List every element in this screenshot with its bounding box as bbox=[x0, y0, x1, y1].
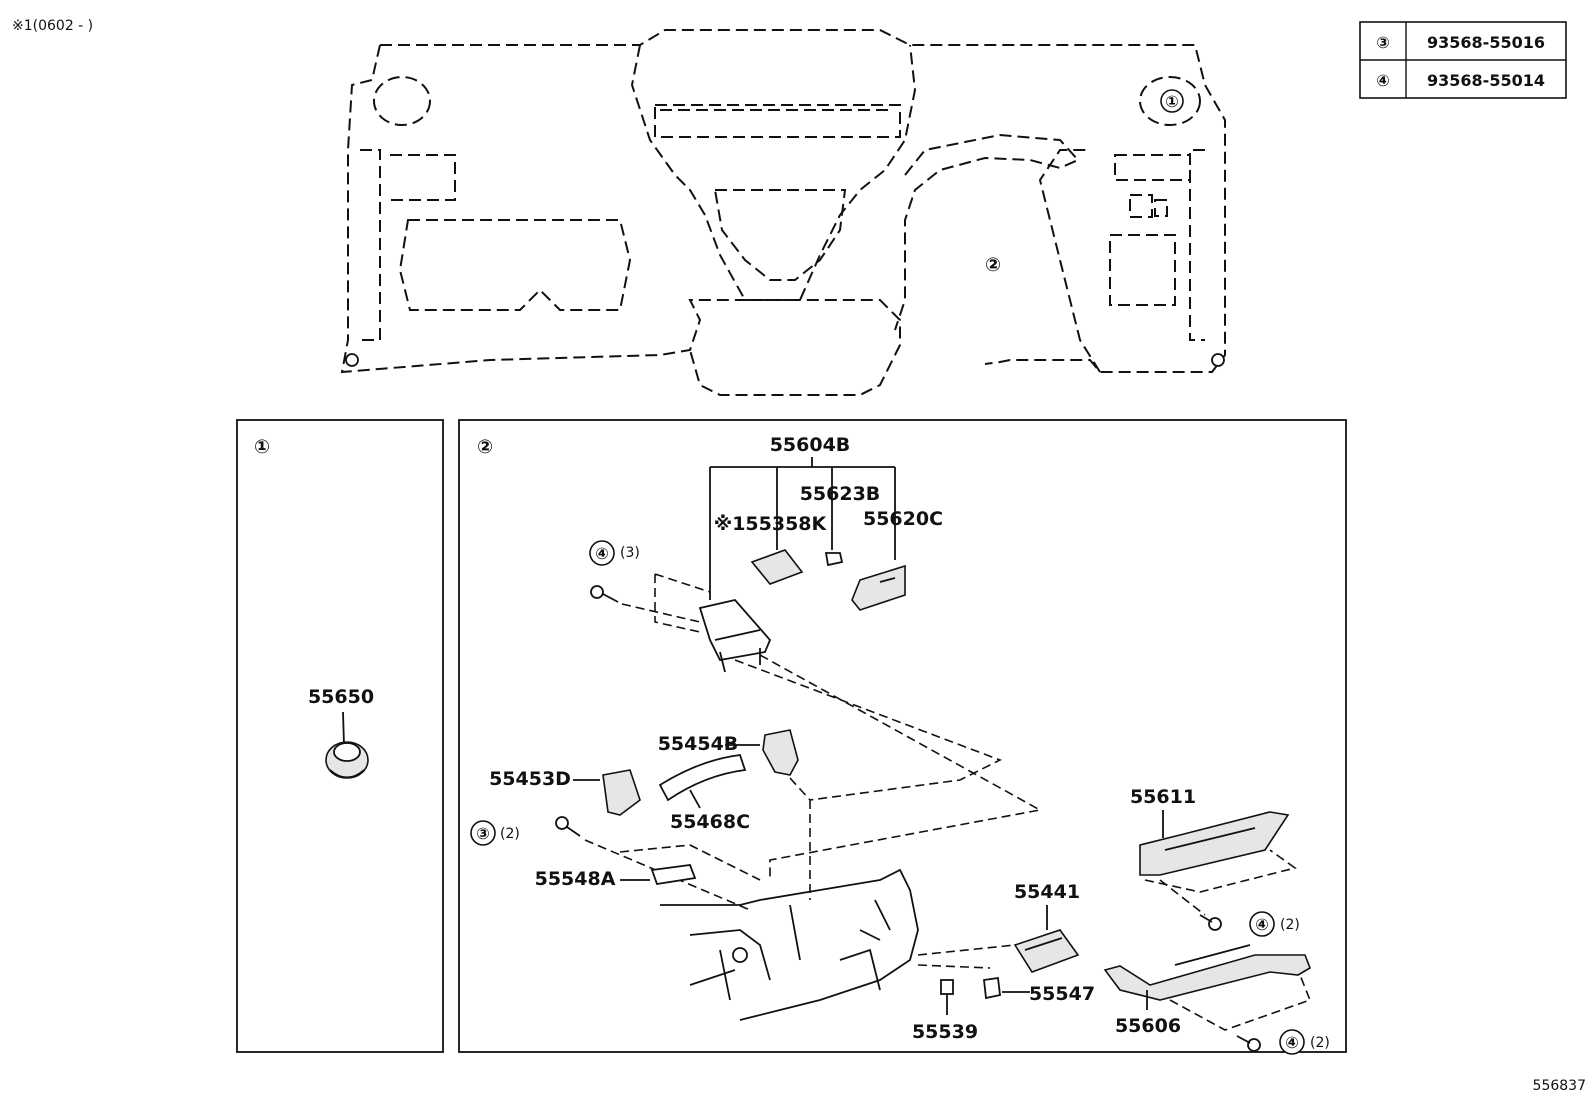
part-label-55539: 55539 bbox=[912, 1021, 978, 1043]
part-55547-drawing bbox=[983, 976, 1001, 1000]
part-label-55358K: ※155358K bbox=[714, 513, 828, 535]
part-55623B-drawing bbox=[824, 552, 844, 567]
part-55358K-drawing bbox=[750, 549, 804, 585]
overview-callout-1-label: ① bbox=[1165, 92, 1179, 111]
dashboard-overview: ① ② bbox=[340, 29, 1226, 396]
part-label-55604B: 55604B bbox=[770, 434, 851, 456]
part-55611-drawing bbox=[1139, 811, 1290, 876]
fastener-4-qty2-upper-key: ④ bbox=[1255, 915, 1269, 934]
part-55441-drawing bbox=[1013, 929, 1080, 973]
part-label-55441: 55441 bbox=[1014, 881, 1080, 903]
fastener-4-qty2-upper: ④ (2) bbox=[1199, 911, 1300, 937]
panel-1: ① 55650 bbox=[236, 419, 444, 1053]
part-label-55620C: 55620C bbox=[863, 508, 943, 530]
part-55606-drawing bbox=[1103, 944, 1311, 1001]
part-label-55468C: 55468C bbox=[670, 811, 750, 833]
reference-table: ③ 93568-55016 ④ 93568-55014 bbox=[1359, 21, 1567, 99]
part-label-55454B: 55454B bbox=[658, 733, 739, 755]
fastener-4-qty3-qty: (3) bbox=[620, 545, 640, 561]
part-55468C-drawing bbox=[658, 754, 747, 802]
center-console-drawing bbox=[660, 868, 919, 1021]
part-label-55611: 55611 bbox=[1130, 786, 1196, 808]
fastener-4-qty3-key: ④ bbox=[595, 544, 609, 563]
fastener-3-qty2-key: ③ bbox=[476, 824, 490, 843]
fastener-4-qty2-upper-qty: (2) bbox=[1280, 917, 1300, 933]
part-label-55547: 55547 bbox=[1029, 983, 1095, 1005]
fastener-4-qty2-lower-key: ④ bbox=[1285, 1033, 1299, 1052]
ref-row-2-key: ④ bbox=[1376, 71, 1390, 90]
part-label-55548A: 55548A bbox=[535, 868, 616, 890]
part-55650-drawing bbox=[325, 741, 369, 779]
fastener-3-qty2: ③ (2) bbox=[470, 816, 581, 846]
panel-1-key: ① bbox=[254, 436, 270, 458]
part-label-55623B: 55623B bbox=[800, 483, 881, 505]
part-55604B-drawing bbox=[698, 599, 772, 673]
fastener-4-qty2-lower-qty: (2) bbox=[1310, 1035, 1330, 1051]
ref-row-1-key: ③ bbox=[1376, 33, 1390, 52]
part-55454B-drawing bbox=[762, 729, 799, 776]
header-note: ※1(0602 - ) bbox=[12, 18, 93, 34]
overview-callout-1 bbox=[1160, 89, 1184, 113]
part-55620C-drawing bbox=[851, 564, 906, 611]
fastener-4-qty3: ④ (3) bbox=[589, 540, 640, 603]
panel-2-key: ② bbox=[477, 436, 493, 458]
part-55548A-drawing bbox=[650, 864, 697, 886]
overview-callout-2-label: ② bbox=[985, 254, 1001, 276]
part-label-55650: 55650 bbox=[308, 686, 374, 708]
part-55453D-drawing bbox=[602, 769, 641, 816]
fastener-4-qty2-lower: ④ (2) bbox=[1236, 1029, 1330, 1055]
ref-row-2-part: 93568-55014 bbox=[1427, 71, 1545, 90]
part-label-55606: 55606 bbox=[1115, 1015, 1181, 1037]
part-label-55453D: 55453D bbox=[489, 768, 571, 790]
part-55539-drawing bbox=[940, 979, 954, 995]
figure-id: 556837 bbox=[1533, 1078, 1586, 1094]
fastener-3-qty2-qty: (2) bbox=[500, 826, 520, 842]
panel-2: ② 55604B 55623B ※155358K 55620C ④ (3) bbox=[458, 419, 1347, 1055]
ref-row-1-part: 93568-55016 bbox=[1427, 33, 1545, 52]
